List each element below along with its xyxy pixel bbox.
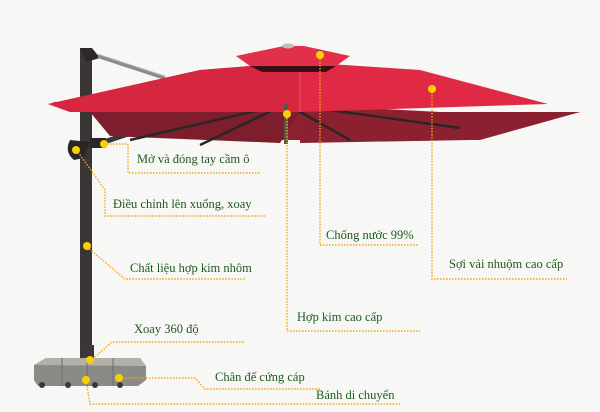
label-rotate: Xoay 360 độ — [134, 322, 199, 336]
label-wheels: Bánh di chuyển — [316, 388, 395, 402]
label-material: Chất liệu hợp kim nhôm — [130, 261, 252, 275]
callout-dots — [72, 51, 436, 384]
pole — [80, 48, 92, 368]
label-waterproof: Chống nước 99% — [326, 228, 414, 242]
wheels — [39, 382, 123, 388]
label-handle: Mở và đóng tay cầm ô — [137, 152, 250, 166]
callout-lines — [77, 56, 567, 405]
label-alloy: Hợp kim cao cấp — [297, 310, 383, 324]
finial — [282, 43, 294, 49]
rotation-joint — [80, 345, 94, 359]
label-fabric: Sợi vải nhuộm cao cấp — [449, 257, 564, 271]
hub-pole — [284, 104, 288, 144]
pole-cap — [80, 48, 100, 62]
canopy-vent — [236, 46, 350, 66]
label-adjust: Điều chỉnh lên xuống, xoay — [113, 197, 252, 211]
label-base: Chân đế cứng cáp — [215, 370, 305, 384]
support-rod — [97, 54, 166, 80]
